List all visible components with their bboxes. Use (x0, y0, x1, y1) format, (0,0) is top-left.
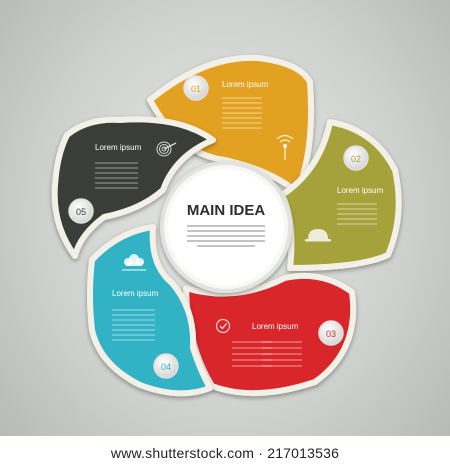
segment-05-placeholder-lines (95, 162, 138, 189)
badge-05-number: 05 (76, 207, 86, 217)
center-placeholder-lines (187, 225, 265, 247)
checkmark-icon (215, 318, 231, 334)
segment-01-placeholder-lines (222, 97, 262, 129)
segment-04-title: Lorem ipsum (112, 289, 159, 298)
segment-03-placeholder-lines (232, 341, 302, 367)
badge-02 (343, 145, 369, 171)
center-title: MAIN IDEA (187, 202, 266, 219)
watermark-text: www.shutterstock.com · 217013536 (110, 445, 340, 461)
badge-03 (318, 320, 344, 346)
segment-04-placeholder-lines (112, 309, 155, 341)
segment-04: 04 Lorem ipsum (87, 224, 213, 397)
center-circle: MAIN IDEA (160, 161, 292, 293)
segment-02: 02 Lorem ipsum (279, 119, 402, 271)
badge-05 (68, 198, 94, 224)
badge-04-number: 04 (161, 362, 171, 372)
segment-05-title: Lorem ipsum (95, 143, 142, 152)
badge-03-number: 03 (326, 329, 336, 339)
badge-02-number: 02 (351, 154, 361, 164)
target-icon (156, 141, 177, 157)
segment-01: 01 Lorem ipsum (147, 54, 315, 195)
segment-01-title: Lorem ipsum (222, 80, 269, 89)
cloud-icon (122, 254, 146, 271)
badge-01-number: 01 (191, 84, 201, 94)
badge-04 (153, 353, 179, 379)
antenna-icon (276, 134, 294, 160)
watermark-footer: www.shutterstock.com · 217013536 (0, 436, 450, 470)
segment-03: 03 Lorem ipsum (183, 272, 357, 397)
hard-hat-icon (305, 229, 331, 242)
segment-02-title: Lorem ipsum (337, 186, 384, 195)
segment-02-placeholder-lines (337, 203, 377, 225)
segment-05: 05 Lorem ipsum (51, 116, 216, 259)
segment-03-title: Lorem ipsum (252, 322, 299, 331)
badge-01 (183, 75, 209, 101)
